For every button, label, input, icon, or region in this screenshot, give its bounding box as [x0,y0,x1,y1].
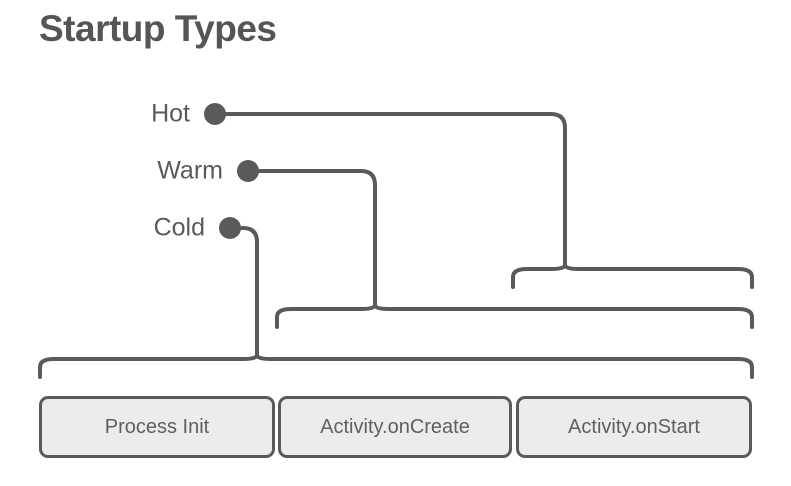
brace-warm [275,303,754,329]
phase-box-label: Activity.onStart [568,415,700,438]
dot-icon-cold [219,217,241,239]
stem-warm [250,169,377,307]
startup-type-label-cold: Cold [153,213,205,242]
dot-icon-warm [237,160,259,182]
dot-icon-hot [204,103,226,125]
phase-box-process-init[interactable]: Process Init [39,396,275,458]
startup-type-label-warm: Warm [157,156,223,185]
phase-box-activity-oncreate[interactable]: Activity.onCreate [278,396,512,458]
connector-cold [38,217,754,379]
phase-box-activity-onstart[interactable]: Activity.onStart [516,396,752,458]
connector-warm [237,160,754,329]
phase-box-label: Activity.onCreate [320,415,470,438]
connector-hot [204,103,754,289]
phase-box-label: Process Init [104,415,210,438]
brace-hot [511,263,754,289]
stem-cold [232,226,259,357]
startup-type-label-hot: Hot [151,99,190,128]
brace-cold [38,353,754,379]
page-title: Startup Types [39,8,277,49]
stem-hot [217,112,567,267]
